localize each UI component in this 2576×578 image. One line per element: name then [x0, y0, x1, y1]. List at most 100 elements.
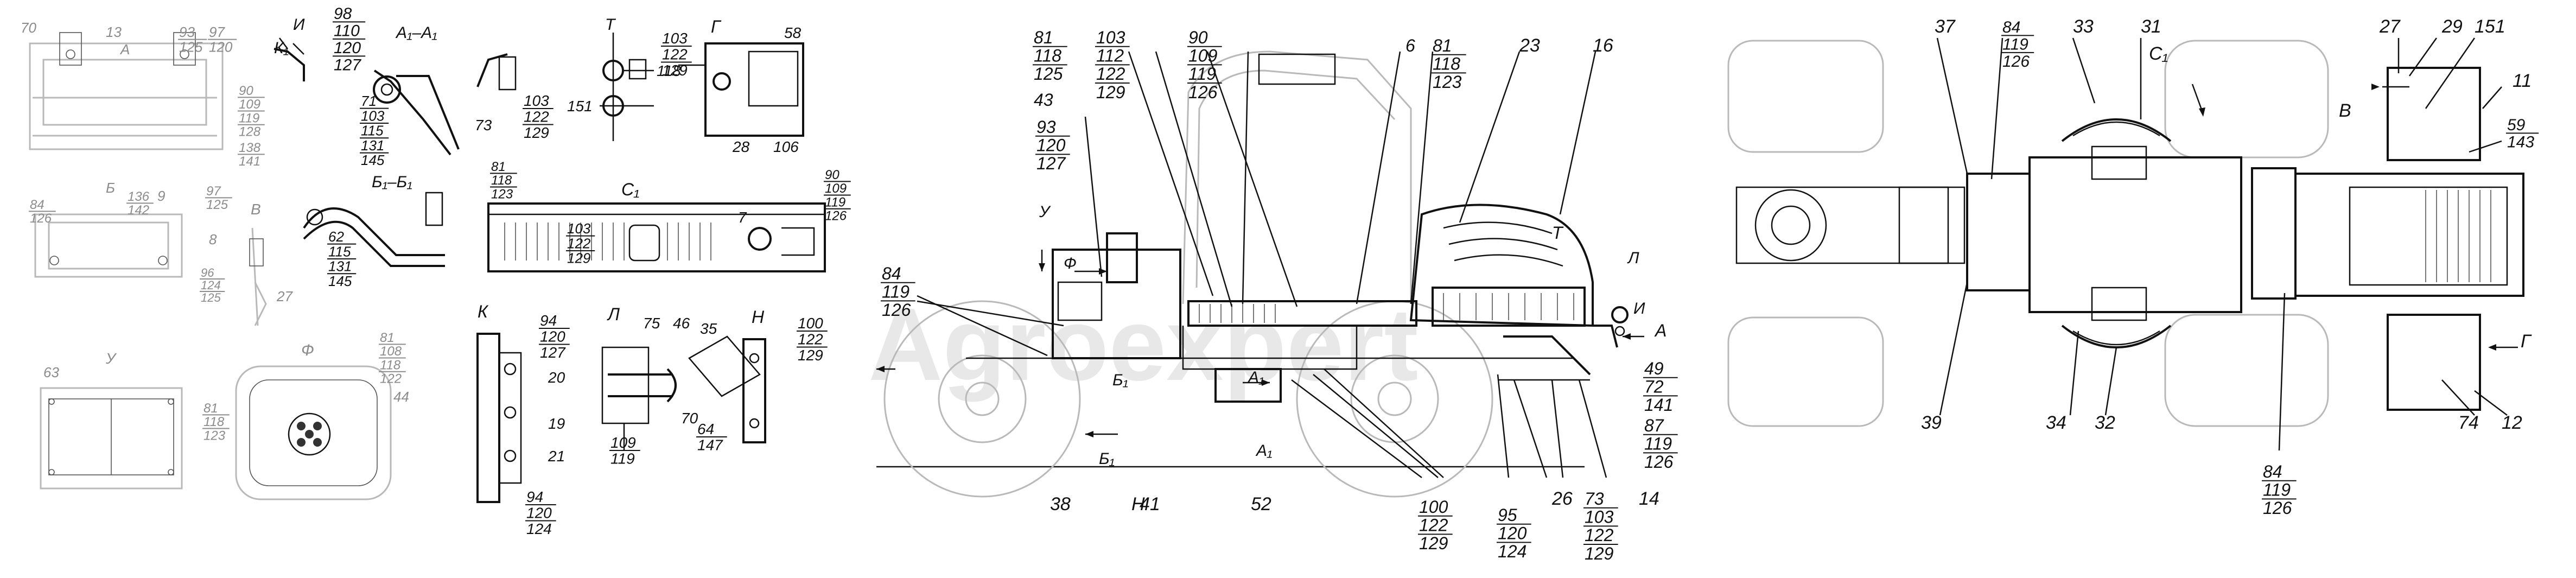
callout-number: 12: [2502, 412, 2522, 433]
cab: [1182, 50, 1412, 304]
callout-number: Л: [607, 304, 620, 324]
callout-number: 49: [1644, 359, 1664, 378]
callout-number: 127: [334, 56, 361, 74]
callout-number: 81: [1034, 28, 1053, 47]
callout-c107: 12: [2502, 412, 2522, 433]
callout-number: 119: [239, 111, 259, 125]
callout-c95: С₁: [2149, 43, 2168, 64]
callout-c51: Л: [607, 304, 620, 324]
callout-c8: Б: [106, 180, 115, 196]
callout-number: 129: [662, 62, 688, 79]
callout-number: 8: [209, 231, 217, 247]
callout-c47: 20: [548, 369, 565, 386]
callout-c5: А: [119, 41, 130, 58]
direction-arrows: [876, 250, 1644, 437]
callout-number: 127: [1036, 154, 1066, 173]
callout-number: 120: [1498, 524, 1527, 543]
callout-number: Б₁: [1099, 450, 1115, 468]
callout-number: 122: [380, 372, 402, 386]
callout-c67: 43: [1034, 90, 1053, 110]
callout-number: 81: [491, 160, 506, 174]
callout-number: 129: [567, 250, 590, 266]
callout-c56: 35: [700, 320, 717, 337]
callout-number: 129: [524, 124, 549, 141]
callout-number: 70: [681, 410, 698, 427]
callout-c69: У: [1039, 203, 1051, 221]
callout-number: 115: [361, 123, 384, 139]
callout-c53: 46: [673, 315, 690, 332]
callout-number: У: [1039, 203, 1051, 221]
callout-number: В: [2339, 100, 2351, 121]
detail-view-a: [29, 32, 224, 150]
callout-c102: 39: [1921, 412, 1942, 433]
callout-c37: 58: [784, 24, 802, 41]
callout-number: 122: [1419, 516, 1448, 535]
callout-number: 72: [1644, 377, 1664, 397]
callout-number: 126: [1644, 452, 1674, 472]
callout-c24: К₁: [274, 39, 289, 57]
callout-number: 59: [2507, 116, 2526, 134]
callout-number: А₁: [1255, 442, 1272, 460]
callout-number: 127: [540, 344, 566, 361]
callout-number: 62: [328, 228, 344, 245]
callout-c98: 151: [2475, 16, 2505, 37]
callout-number: 125: [179, 39, 203, 55]
callout-number: 126: [882, 300, 911, 320]
callout-number: 129: [1585, 544, 1614, 563]
callout-c29: Б₁–Б₁: [372, 173, 412, 191]
callout-number: 125: [201, 291, 221, 304]
callout-number: 151: [2475, 16, 2505, 37]
detail-view-i-k1: [273, 37, 305, 81]
callout-c104: 32: [2095, 412, 2115, 433]
callout-number: 109: [1188, 46, 1218, 66]
callout-number: 44: [393, 389, 409, 405]
callout-c39: 106: [773, 138, 799, 155]
callout-number: 103: [361, 107, 385, 124]
callout-number: 119: [825, 195, 845, 209]
callout-number: 124: [526, 520, 552, 537]
callout-number: 71: [361, 93, 377, 109]
callout-number: 118: [491, 173, 512, 188]
callout-number: 123: [203, 428, 226, 443]
callout-number: 108: [380, 344, 402, 359]
engine-hood: [1409, 204, 1594, 327]
callout-number: Н: [1131, 494, 1145, 515]
frame: [966, 326, 1591, 403]
callout-c88: И: [1633, 300, 1645, 317]
callout-number: 126: [825, 209, 847, 224]
callout-number: 6: [1405, 36, 1415, 55]
callout-number: 21: [548, 448, 565, 465]
callout-number: Г: [711, 17, 722, 36]
callout-number: 115: [328, 243, 351, 259]
callout-number: 74: [2458, 412, 2479, 433]
callout-number: 119: [1644, 434, 1672, 454]
callout-c38: 28: [732, 138, 750, 155]
callout-c28: 73: [475, 117, 492, 134]
callout-number: 28: [732, 138, 750, 155]
callout-c100: В: [2339, 100, 2351, 121]
callout-number: 97: [206, 184, 221, 199]
callout-number: 29: [2441, 16, 2463, 37]
callout-c1: 70: [21, 20, 36, 36]
callout-number: 81: [1433, 36, 1452, 55]
callout-number: 93: [1036, 117, 1056, 137]
callout-number: 126: [2002, 53, 2030, 71]
callout-number: В: [251, 201, 261, 218]
callout-number: 90: [1188, 28, 1208, 47]
callout-c2: 13: [106, 24, 122, 40]
callout-number: 9: [157, 188, 165, 204]
